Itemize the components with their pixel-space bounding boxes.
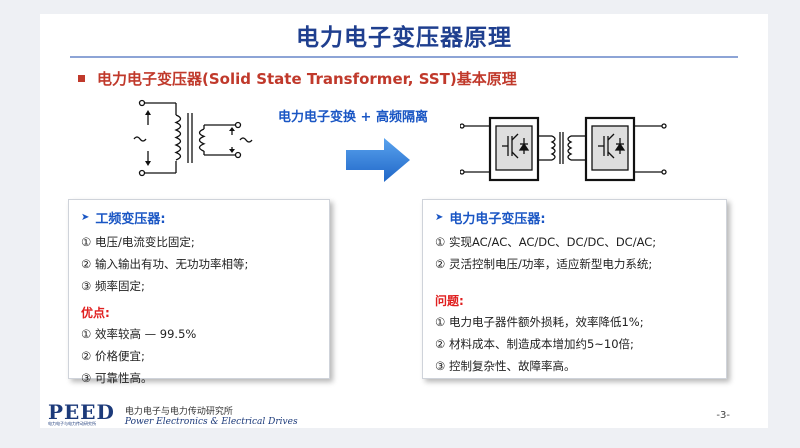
list-item: ② 输入输出有功、无功功率相等; <box>81 257 249 271</box>
solid-state-transformer-diagram <box>460 116 667 182</box>
right-arrow-icon <box>346 138 410 182</box>
logo-text: PEED <box>48 400 115 424</box>
list-item: ③ 可靠性高。 <box>81 371 153 385</box>
list-item: ② 价格便宜; <box>81 349 145 363</box>
right-box-heading: ➤ 电力电子变压器: <box>435 208 714 227</box>
section-heading: 电力电子变压器(Solid State Transformer, SST)基本原… <box>78 68 517 89</box>
slide-title: 电力电子变压器原理 <box>296 25 512 51</box>
list-item: ① 电压/电流变比固定; <box>81 235 195 249</box>
list-item: ① 电力电子器件额外损耗，效率降低1%; <box>435 315 644 329</box>
power-electronic-transformer-box: ➤ 电力电子变压器: ① 实现AC/AC、AC/DC、DC/DC、DC/AC; … <box>422 199 727 379</box>
list-item: ② 材料成本、制造成本增加约5~10倍; <box>435 337 634 351</box>
list-item: ③ 频率固定; <box>81 279 145 293</box>
issues-heading: 问题: <box>435 294 464 308</box>
chevron-right-icon: ➤ <box>81 212 90 223</box>
list-item: ② 灵活控制电压/功率，适应新型电力系统; <box>435 257 653 271</box>
slide: 电力电子变压器原理 电力电子变压器(Solid State Transforme… <box>40 14 768 428</box>
chevron-right-icon: ➤ <box>435 212 444 223</box>
page-number: -3- <box>716 410 730 421</box>
left-box-heading-text: 工频变压器: <box>95 212 166 227</box>
peed-logo: PEED 电力电子与电力传动研究所 <box>48 400 115 427</box>
conversion-label: 电力电子变换 + 高频隔离 <box>278 110 428 125</box>
list-item: ① 实现AC/AC、AC/DC、DC/DC、DC/AC; <box>435 235 657 249</box>
title-divider <box>70 56 738 58</box>
footer: PEED 电力电子与电力传动研究所 电力电子与电力传动研究所 Power Ele… <box>48 400 298 427</box>
institute-name-cn: 电力电子与电力传动研究所 <box>124 406 233 417</box>
list-item: ③ 控制复杂性、故障率高。 <box>435 359 576 373</box>
list-item: ① 效率较高 — 99.5% <box>81 327 197 341</box>
institute-name-en: Power Electronics & Electrical Drives <box>124 416 298 427</box>
left-box-heading: ➤ 工频变压器: <box>81 208 317 227</box>
section-heading-text: 电力电子变压器(Solid State Transformer, SST)基本原… <box>97 70 517 88</box>
square-bullet-icon <box>78 75 85 82</box>
line-frequency-transformer-box: ➤ 工频变压器: ① 电压/电流变比固定; ② 输入输出有功、无功功率相等; ③… <box>68 199 330 385</box>
right-box-heading-text: 电力电子变压器: <box>449 212 546 227</box>
logo-subtext: 电力电子与电力传动研究所 <box>48 421 96 426</box>
line-frequency-transformer-diagram <box>133 99 253 177</box>
advantages-heading: 优点: <box>81 306 110 320</box>
